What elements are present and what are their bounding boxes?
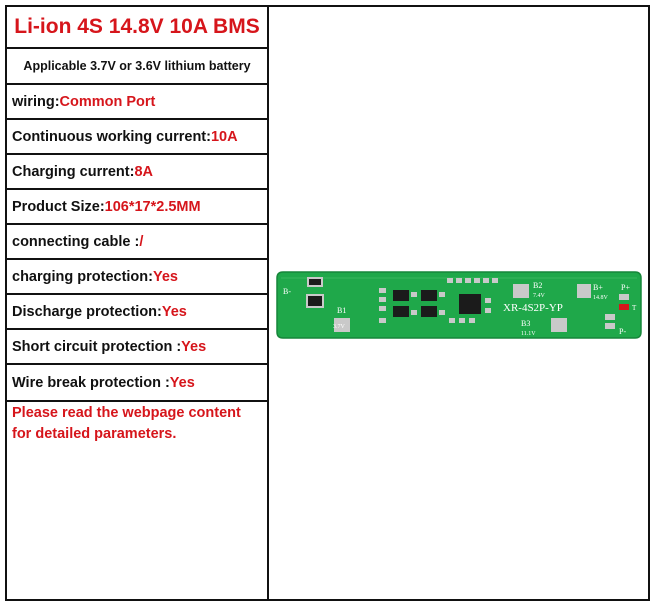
smd-part	[379, 297, 386, 302]
spec-table: Li-ion 4S 14.8V 10A BMS Applicable 3.7V …	[7, 7, 269, 599]
p-minus-label: P-	[619, 327, 626, 336]
smd-part	[411, 310, 417, 315]
spec-row-discharge-protection: Discharge protection: Yes	[7, 295, 267, 330]
b-plus-voltage: 14.8V	[593, 295, 609, 301]
spec-sheet: Li-ion 4S 14.8V 10A BMS Applicable 3.7V …	[5, 5, 650, 601]
smd-part	[605, 323, 615, 329]
spec-row-wire-break-protection: Wire break protection :Yes	[7, 365, 267, 402]
spec-row-wiring: wiring:Common Port	[7, 85, 267, 120]
ic-chip	[393, 290, 409, 301]
smd-part	[465, 278, 471, 283]
spec-label: connecting cable :	[12, 233, 140, 250]
smd-part	[379, 318, 386, 323]
b1-voltage: 3.7V	[333, 324, 346, 330]
smd-part	[309, 279, 321, 285]
spec-label: Continuous working current:	[12, 128, 211, 145]
b-plus-pad	[577, 284, 591, 298]
spec-label: wiring:	[12, 93, 60, 110]
b3-pad	[551, 318, 567, 332]
smd-part	[449, 318, 455, 323]
b3-voltage: 11.1V	[521, 331, 536, 337]
ic-chip	[393, 306, 409, 317]
product-subtitle: Applicable 3.7V or 3.6V lithium battery	[7, 49, 267, 85]
spec-value: 106*17*2.5MM	[104, 198, 201, 215]
b-plus-label: B+	[593, 283, 603, 292]
b1-pad	[334, 318, 350, 332]
product-title: Li-ion 4S 14.8V 10A BMS	[7, 7, 267, 49]
detail-note: Please read the webpage content for deta…	[12, 405, 241, 442]
spec-row-connecting-cable: connecting cable : /	[7, 225, 267, 260]
board-model-label: XR-4S2P-YP	[503, 302, 563, 314]
spec-row-charging-current: Charging current:8A	[7, 155, 267, 190]
spec-value: 10A	[210, 128, 238, 145]
spec-row-short-circuit-protection: Short circuit protection :Yes	[7, 330, 267, 365]
b2-label: B2	[533, 281, 542, 290]
ic-chip	[421, 290, 437, 301]
smd-part	[459, 318, 465, 323]
b3-label: B3	[521, 319, 530, 328]
spec-label: Product Size:	[12, 198, 105, 215]
smd-part	[485, 308, 491, 313]
smd-part	[483, 278, 489, 283]
smd-part	[474, 278, 480, 283]
smd-part	[447, 278, 453, 283]
spec-row-product-size: Product Size:106*17*2.5MM	[7, 190, 267, 225]
b2-pad	[513, 284, 529, 298]
smd-part	[492, 278, 498, 283]
spec-row-charging-protection: charging protection: Yes	[7, 260, 267, 295]
spec-row-continuous-current: Continuous working current:10A	[7, 120, 267, 155]
smd-part	[379, 306, 386, 311]
smd-part	[411, 292, 417, 297]
spec-value: Common Port	[59, 93, 156, 110]
smd-part	[439, 292, 445, 297]
smd-part	[379, 288, 386, 293]
bms-board-image: B- B1 3.7V	[276, 271, 642, 339]
p-plus-pad	[619, 294, 629, 300]
t-label: T	[632, 304, 637, 312]
spec-value: Yes	[152, 268, 178, 285]
smd-part	[485, 298, 491, 303]
spec-value: Yes	[169, 374, 195, 391]
t-pad	[619, 304, 629, 310]
product-image-panel: B- B1 3.7V	[269, 7, 648, 599]
spec-value: /	[139, 233, 144, 250]
spec-label: Short circuit protection :	[12, 338, 182, 355]
spec-value: Yes	[161, 303, 187, 320]
smd-part	[605, 314, 615, 320]
spec-value: 8A	[134, 163, 153, 180]
b-minus-label: B-	[283, 287, 291, 296]
ic-chip	[421, 306, 437, 317]
spec-label: Discharge protection:	[12, 303, 162, 320]
spec-label: charging protection:	[12, 268, 153, 285]
b1-label: B1	[337, 306, 346, 315]
spec-value: Yes	[181, 338, 207, 355]
b2-voltage: 7.4V	[533, 293, 546, 299]
spec-label: Wire break protection :	[12, 374, 170, 391]
fuse-chip	[308, 296, 322, 306]
smd-part	[469, 318, 475, 323]
smd-part	[439, 310, 445, 315]
smd-part	[456, 278, 462, 283]
protection-ic	[459, 294, 481, 314]
spec-label: Charging current:	[12, 163, 135, 180]
p-plus-label: P+	[621, 283, 630, 292]
